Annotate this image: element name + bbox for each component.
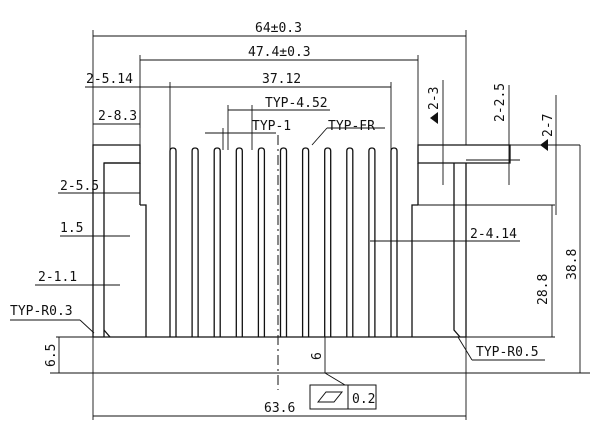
fin [191,147,199,337]
dim-left-lip: 2-1.1 [38,270,77,285]
dim-flange-thickness: 2-7 [541,114,556,137]
side-walls [103,163,461,338]
flatness-value: 0.2 [352,392,375,407]
dim-inner-width: 47.4±0.3 [248,45,311,60]
fin [279,147,288,337]
fin [301,147,310,337]
dim-corner-radius-left: TYP-R0.3 [10,304,73,319]
flatness-symbol-icon [316,391,344,403]
dim-left-gap: 2-5.5 [60,179,99,194]
triangle-arrow-icon [540,139,548,151]
dim-base-thickness-left: 6.5 [44,344,59,367]
dim-base-thickness: 6 [310,352,325,360]
dimension-lines [10,30,590,420]
dim-overall-width-top: 64±0.3 [255,21,302,36]
flatness-frame: 0.2 [309,384,377,410]
fin [346,147,354,337]
dim-left-wall: 1.5 [60,221,83,236]
dimension-labels: 64±0.3 47.4±0.3 37.12 2-5.14 2-8.3 TYP-4… [10,21,580,416]
dim-fin-span: 37.12 [262,72,301,87]
dim-corner-radius-right: TYP-R0.5 [476,345,539,360]
dim-overall-height: 38.8 [565,249,580,280]
dim-typ-pitch: TYP-4.52 [265,96,328,111]
dim-side-notch: 2-5.14 [86,72,133,87]
dim-typ-fin: TYP-1 [252,119,291,134]
dim-inner-fin-gap: 2-4.14 [470,227,517,242]
fin [213,147,221,337]
dim-side-block: 2-8.3 [98,109,137,124]
dim-fin-height: 28.8 [536,274,551,305]
triangle-arrow-icon [430,112,438,124]
dim-side-step-depth: 2-2.5 [493,83,508,122]
dim-overall-width-bottom: 63.6 [264,401,295,416]
fin [324,147,332,337]
arrow-icons [430,112,548,151]
dim-side-top-thickness: 2-3 [427,87,442,110]
fin [257,147,266,337]
dim-typ-fillet: TYP-FR [328,119,375,134]
fin [235,147,243,337]
fin [368,147,376,337]
